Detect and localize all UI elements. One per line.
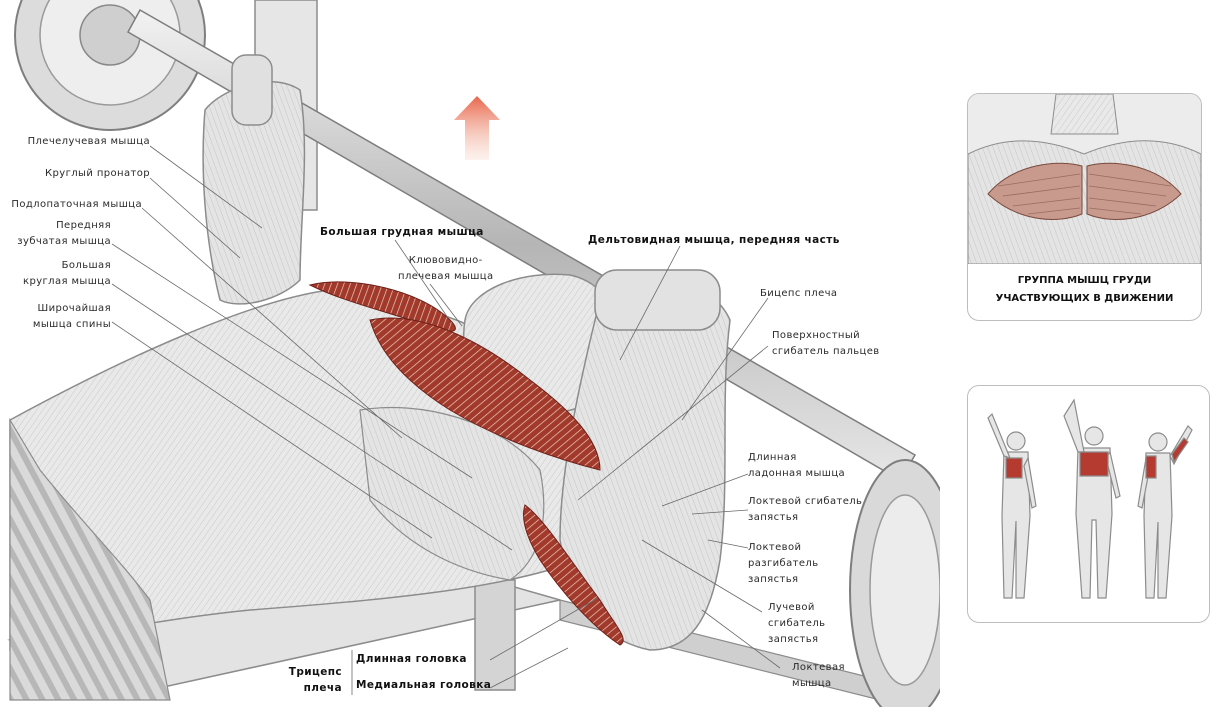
- pectoralis-major-highlight: [308, 281, 601, 471]
- upward-arrow-icon: [454, 96, 500, 160]
- label-medial-head: Медиальная головка: [356, 679, 492, 691]
- label-subscapularis: Подлопаточная мышца: [11, 199, 142, 210]
- figure-right: [1137, 425, 1193, 599]
- bench-press-illustration: [7, 0, 940, 707]
- full-body-figures-illustration: [987, 398, 1193, 599]
- triceps-long-head-highlight: [523, 504, 624, 646]
- label-pronator-teres: Круглый пронатор: [45, 168, 150, 179]
- label-flexor-digitorum-superficialis: Поверхностный сгибатель пальцев: [772, 330, 880, 357]
- label-long-head: Длинная головка: [356, 653, 467, 665]
- label-pectoralis-major: Большая грудная мышца: [320, 226, 484, 238]
- label-extensor-carpi-ulnaris: Локтевой разгибатель запястья: [748, 542, 819, 585]
- label-anterior-deltoid: Дельтовидная мышца, передняя часть: [588, 234, 840, 246]
- label-teres-major: Большая круглая мышца: [23, 260, 111, 287]
- label-serratus-anterior: Передняя зубчатая мышца: [17, 220, 111, 247]
- label-flexor-carpi-radialis: Лучевой сгибатель запястья: [768, 602, 826, 645]
- chest-muscles-illustration: [968, 94, 1201, 264]
- label-palmaris-longus: Длинная ладонная мышца: [748, 452, 846, 479]
- label-anconeus: Локтевая мышца: [792, 662, 845, 689]
- leader-lines: [111, 145, 781, 695]
- chest-panel-caption: ГРУППА МЫШЦ ГРУДИ УЧАСТВУЮЩИХ В ДВИЖЕНИИ: [995, 275, 1174, 304]
- label-brachioradialis: Плечелучевая мышца: [27, 136, 150, 147]
- label-biceps: Бицепс плеча: [760, 288, 838, 299]
- label-latissimus-dorsi: Широчайшая мышца спины: [32, 303, 111, 330]
- label-triceps: Трицепс плеча: [288, 666, 342, 694]
- chest-muscles-panel: ГРУППА МЫШЦ ГРУДИ УЧАСТВУЮЩИХ В ДВИЖЕНИИ: [967, 93, 1202, 321]
- figure-left: [987, 412, 1037, 599]
- label-flexor-carpi-ulnaris: Локтевой сгибатель запястья: [748, 496, 863, 523]
- full-body-figures-panel: [967, 385, 1210, 623]
- label-coracobrachialis: Клювовидно- плечевая мышца: [398, 255, 494, 282]
- figure-center: [1063, 398, 1121, 599]
